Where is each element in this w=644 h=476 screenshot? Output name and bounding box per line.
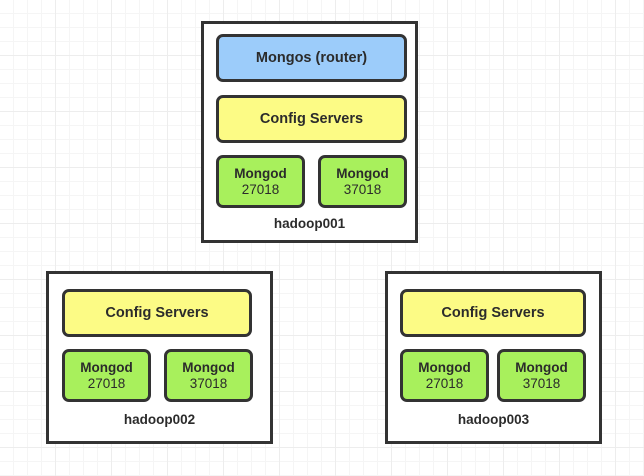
node-mongod-37018-hadoop003[interactable]: Mongod 37018 [497, 349, 586, 402]
host-label-hadoop001: hadoop001 [273, 216, 346, 231]
node-mongos-router-hadoop001[interactable]: Mongos (router) [216, 34, 407, 82]
node-label-stack: Mongod 27018 [234, 166, 286, 197]
node-label: Config Servers [441, 304, 545, 321]
node-label: Mongod [336, 165, 389, 181]
node-label-stack: Mongod 37018 [182, 360, 234, 391]
node-config-servers-hadoop003[interactable]: Config Servers [400, 289, 586, 337]
node-label-stack: Mongod 27018 [80, 360, 132, 391]
node-port: 27018 [87, 375, 126, 391]
node-port: 27018 [241, 181, 280, 197]
node-mongod-27018-hadoop002[interactable]: Mongod 27018 [62, 349, 151, 402]
node-label-stack: Mongod 37018 [515, 360, 567, 391]
host-label-hadoop002: hadoop002 [123, 412, 196, 427]
host-container-hadoop003[interactable]: Config Servers Mongod 27018 Mongod 37018… [385, 271, 602, 444]
node-label: Mongod [515, 359, 568, 375]
node-config-servers-hadoop001[interactable]: Config Servers [216, 95, 407, 143]
node-port: 37018 [343, 181, 382, 197]
node-mongod-37018-hadoop002[interactable]: Mongod 37018 [164, 349, 253, 402]
node-label: Mongod [182, 359, 235, 375]
host-container-hadoop001[interactable]: Mongos (router) Config Servers Mongod 27… [201, 21, 418, 243]
node-port: 37018 [522, 375, 561, 391]
node-mongod-27018-hadoop003[interactable]: Mongod 27018 [400, 349, 489, 402]
node-label: Mongod [80, 359, 133, 375]
node-label-stack: Mongod 37018 [336, 166, 388, 197]
node-mongod-37018-hadoop001[interactable]: Mongod 37018 [318, 155, 407, 208]
host-label-hadoop003: hadoop003 [457, 412, 530, 427]
node-label: Mongod [234, 165, 287, 181]
node-port: 37018 [189, 375, 228, 391]
node-label: Mongod [418, 359, 471, 375]
node-config-servers-hadoop002[interactable]: Config Servers [62, 289, 252, 337]
host-container-hadoop002[interactable]: Config Servers Mongod 27018 Mongod 37018… [46, 271, 273, 444]
node-mongod-27018-hadoop001[interactable]: Mongod 27018 [216, 155, 305, 208]
node-label: Config Servers [259, 110, 364, 127]
node-label: Config Servers [105, 304, 209, 321]
node-label-stack: Mongod 27018 [418, 360, 470, 391]
node-port: 27018 [425, 375, 464, 391]
node-label: Mongos (router) [255, 49, 368, 66]
